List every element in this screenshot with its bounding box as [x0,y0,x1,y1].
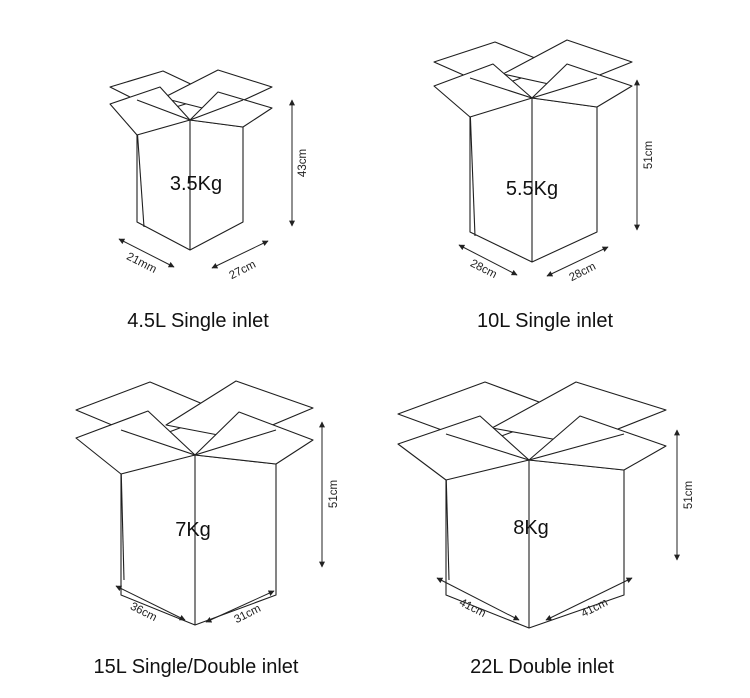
box-base-left [469,106,476,237]
flap-inner-edge [136,99,244,121]
flap-inner-edge [445,433,625,461]
box-15l: 51cm 36cm 31cm 7Kg 15L Single/Double inl… [75,380,340,678]
flap-back-right [165,380,314,440]
caption: 4.5L Single inlet [127,310,269,332]
height-label: 43cm [297,149,309,177]
box-22l: 51cm 41cm 41cm 8Kg 22L Double inlet [397,381,695,678]
height-label: 51cm [643,141,655,169]
flap-front-right [189,91,273,128]
width-arrow [545,577,633,621]
weight-label: 7Kg [175,519,211,541]
height-label: 51cm [683,481,695,509]
weight-label: 5.5Kg [506,178,558,200]
width-arrow [205,590,275,623]
box-4-5l: 43cm 21mm 27cm 3.5Kg 4.5L Single inlet [109,69,309,332]
flap-front-right [528,415,667,471]
caption: 10L Single inlet [477,310,613,332]
flap-inner-edge [469,77,598,99]
flap-front-right [194,411,314,465]
flap-front-right [531,63,633,108]
box-10l: 51cm 28cm 28cm 5.5Kg 10L Single inlet [433,39,655,332]
flap-inner-edge [120,429,277,456]
caption: 15L Single/Double inlet [94,656,299,678]
box-base-left [136,126,145,228]
flap-back-right [491,381,667,445]
depth-arrow [458,244,518,276]
depth-label: 28cm [468,258,499,281]
width-label: 27cm [227,259,258,282]
depth-label: 21mm [124,251,158,276]
weight-label: 3.5Kg [170,173,222,195]
weight-label: 8Kg [513,517,549,539]
box-base-left [445,469,450,581]
depth-arrow [118,238,175,268]
width-arrow [546,246,609,277]
flap-back-right [162,69,273,113]
width-arrow [211,240,269,269]
depth-arrow [115,585,186,621]
depth-arrow [436,577,520,621]
box-base-left [120,463,125,581]
caption: 22L Double inlet [470,656,614,678]
height-label: 51cm [328,480,340,508]
